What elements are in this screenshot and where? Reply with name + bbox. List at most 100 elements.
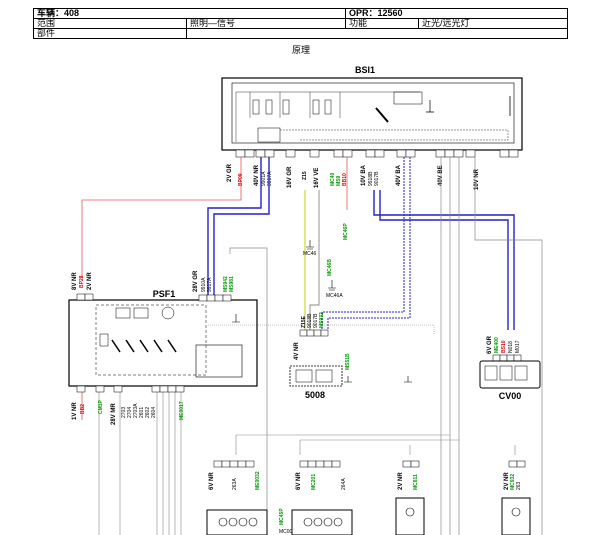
wire-me400: ME400: [494, 337, 500, 353]
wire-blue-5008b: [327, 157, 411, 330]
wire-grey-16vve: [309, 190, 320, 330]
wire-grey-lamps: [235, 434, 516, 455]
wire-2703: 2703: [121, 407, 127, 418]
wire-bb10: BB10: [342, 173, 348, 186]
lamp-unit-4: [501, 460, 531, 535]
lamp-unit-2: [291, 460, 353, 535]
wire-ms9: MS9: [336, 176, 342, 187]
bsi-fuse-5: [324, 99, 332, 115]
wire-2704: 2704: [127, 407, 133, 418]
m5008-display-1: [295, 369, 313, 383]
wire-9918b: 9918B: [368, 171, 374, 186]
cv00-icon-2: [499, 365, 513, 381]
header-table: 车辆：408 OPR：12560 范围 照明—信号 功能 近光/远光灯 部件: [33, 8, 568, 39]
wire-mc46b: MC46B: [327, 259, 333, 276]
wire-9017b: 9017B: [374, 171, 380, 186]
bsi-inner: [231, 82, 515, 144]
psf-ground: [232, 314, 240, 323]
psf-relay-1: [115, 307, 131, 319]
wire-9917a: 9917A: [267, 171, 273, 186]
wire-263a: 263A: [232, 478, 238, 490]
bsi-conn-10vnr: 10V NR: [474, 168, 480, 190]
psf-ecu: [195, 344, 243, 378]
wire-bs10: BS10: [501, 340, 507, 353]
wire-5008-9017b: 9017B: [313, 313, 319, 328]
psf-conn-28vmr: 28V MR: [111, 403, 117, 425]
wire-bb2: BB2: [80, 404, 86, 414]
wire-blue-cv2: [379, 190, 509, 330]
ground-ms51: [404, 376, 412, 383]
cv00-icon-3: [514, 365, 528, 381]
wire-blue-cv1: [373, 190, 515, 330]
bsi-fuse-1: [252, 99, 260, 115]
m5008-label: 5008: [305, 390, 325, 400]
bsi-fuse-4: [312, 99, 320, 115]
psf-resistor: [99, 333, 109, 347]
wire-red-bp: [81, 157, 242, 278]
psf-box: [68, 299, 258, 387]
bsi-label: BSI1: [355, 65, 375, 75]
wire-grey-bus: [208, 324, 435, 335]
ground-mc46b: [344, 376, 352, 383]
lamp3-box: [395, 497, 425, 535]
wire-grey-psf-out: [156, 392, 182, 535]
wire-5008-9018b: 9018B: [307, 313, 313, 328]
wire-264a: 264A: [341, 478, 347, 490]
wire-ms981: MS981: [229, 276, 235, 292]
lamp2-box: [291, 509, 353, 535]
lamp2-conn: 6V NR: [296, 472, 302, 490]
wire-bp28: BP28: [79, 275, 85, 288]
m5008-conn: 4V NR: [294, 342, 300, 360]
wire-z15e: Z15E: [301, 315, 307, 328]
psf-lamp-symbol: [161, 306, 175, 320]
lamp3-conn: 2V NR: [398, 472, 404, 490]
wire-cm1p: CM1P: [98, 399, 104, 414]
wire-ms942: MS942: [223, 276, 229, 292]
wire-mc45p: MC45P: [279, 508, 285, 525]
wire-blue-1: [207, 157, 262, 295]
bsi-ecu-block: [257, 127, 281, 143]
ground-mc46: [306, 240, 314, 250]
principle-label: 原理: [291, 45, 310, 55]
cv00-conn: 6V GR: [487, 335, 493, 354]
wire-mc46a: MC46A: [326, 293, 343, 299]
m5008-display-2: [315, 369, 333, 383]
ground-mc46a: [328, 280, 336, 291]
lamp1-box: [206, 509, 268, 535]
psf-conn-8vnr: 8V NR: [72, 272, 78, 290]
psf-switches: [111, 339, 177, 353]
m5008-box: [289, 365, 343, 387]
wire-m017: M017: [515, 340, 521, 353]
bsi-internal-can: [280, 129, 509, 141]
cv00-box: [479, 360, 541, 389]
lamp-unit-1: [206, 460, 268, 535]
bsi-fuse-2: [265, 99, 273, 115]
bsi-relay-switch: [375, 107, 389, 123]
wire-grey-psf-gnd: [98, 392, 121, 535]
wire-mc932: MC932: [510, 474, 516, 490]
wire-psf-9917a: 9917A: [207, 277, 213, 292]
wire-me0032: ME0032: [255, 471, 261, 490]
wire-ms51b: MS51B: [345, 353, 351, 370]
psf-label: PSF1: [153, 289, 176, 299]
wire-blue-2: [213, 157, 270, 295]
lamp-unit-3: [395, 460, 425, 535]
psf-inner: [95, 304, 207, 376]
bsi-conn-2vgr: 2V GR: [227, 163, 233, 182]
bsi-ground-1: [426, 100, 434, 113]
wire-me0017: ME0017: [179, 401, 185, 420]
wire-9901a: 9901A: [261, 171, 267, 186]
wire-blue-5008a: [321, 157, 405, 330]
wire-2601: 2601: [139, 407, 145, 418]
wire-mc46p: MC46P: [343, 223, 349, 240]
psf-relay-2: [133, 307, 149, 319]
wire-ms932: MS932: [319, 312, 325, 328]
lamp4-box: [501, 497, 531, 535]
wire-z15: Z15: [302, 171, 308, 180]
cv00-label: CV00: [499, 391, 522, 401]
psf-conn-2vnr: 2V NR: [87, 272, 93, 290]
wire-grey-10vnr: [474, 157, 543, 535]
wire-mc201: MC201: [311, 474, 317, 490]
bsi-conn-40vba: 40V BA: [396, 164, 402, 186]
